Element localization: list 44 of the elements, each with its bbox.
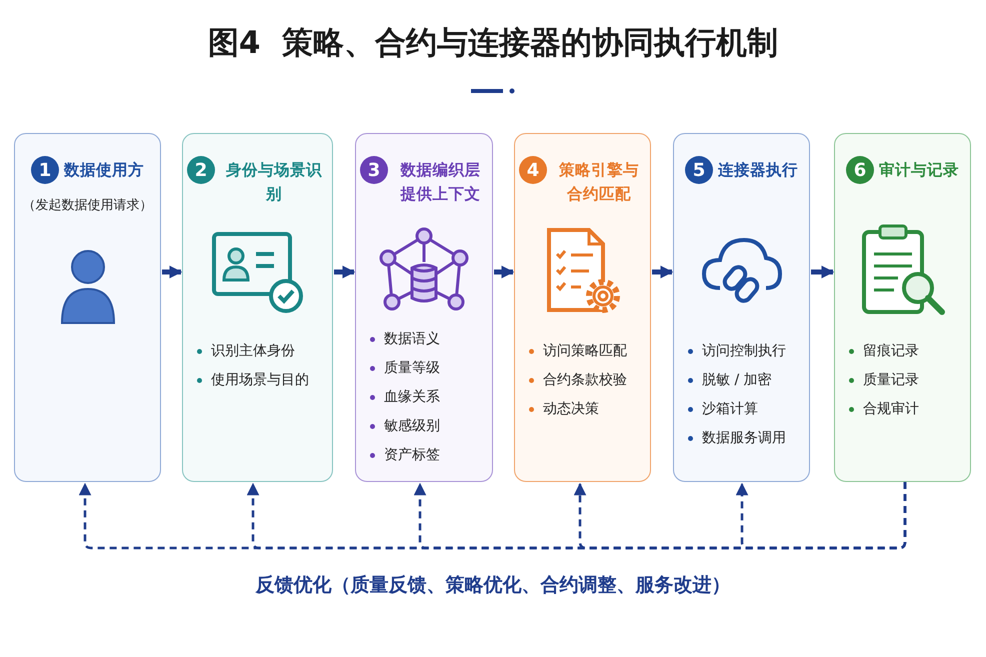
step-card xyxy=(673,133,810,482)
step-card xyxy=(355,133,493,482)
bullet-item: 数据服务调用 xyxy=(688,429,805,447)
bullet-item: 识别主体身份 xyxy=(197,342,328,360)
step-number-badge: 5 xyxy=(685,156,713,184)
step-card xyxy=(182,133,333,482)
step-title: 审计与记录 xyxy=(879,160,959,181)
step-card xyxy=(14,133,161,482)
bullet-item: 敏感级别 xyxy=(370,417,488,435)
step-number-badge: 1 xyxy=(31,156,59,184)
bullet-item: 动态决策 xyxy=(529,400,646,418)
flow-arrow xyxy=(811,266,834,278)
bullet-item: 合约条款校验 xyxy=(529,371,646,389)
feedback-label: 反馈优化（质量反馈、策略优化、合约调整、服务改进） xyxy=(254,573,732,598)
step-number-badge: 6 xyxy=(846,156,874,184)
step-title: 数据使用方 xyxy=(64,160,144,181)
bullet-item: 留痕记录 xyxy=(849,342,966,360)
flow-arrow xyxy=(652,266,674,278)
step-subtitle: （发起数据使用请求） xyxy=(22,197,154,214)
bullet-item: 脱敏 / 加密 xyxy=(688,371,805,389)
feedback-arrow xyxy=(736,482,906,550)
bullet-item: 资产标签 xyxy=(370,446,488,464)
bullet-item: 访问策略匹配 xyxy=(529,342,646,360)
flow-arrow xyxy=(162,266,182,278)
bullet-item: 访问控制执行 xyxy=(688,342,805,360)
flow-arrow xyxy=(494,266,514,278)
step-title: 数据编织层提供上下文 xyxy=(399,160,482,205)
bullet-item: 血缘关系 xyxy=(370,388,488,406)
step-card xyxy=(834,133,971,482)
bullet-item: 使用场景与目的 xyxy=(197,371,328,389)
step-card xyxy=(514,133,651,482)
step-title: 连接器执行 xyxy=(718,160,798,181)
flow-arrow xyxy=(334,266,356,278)
diagram-title: 图4 策略、合约与连接器的协同执行机制 xyxy=(206,24,780,63)
bullet-item: 质量等级 xyxy=(370,359,488,377)
bullet-item: 沙箱计算 xyxy=(688,400,805,418)
bullet-item: 质量记录 xyxy=(849,371,966,389)
step-title: 身份与场景识别 xyxy=(225,160,323,205)
step-title: 策略引擎与合约匹配 xyxy=(558,160,640,205)
step-number-badge: 3 xyxy=(360,156,388,184)
bullet-item: 合规审计 xyxy=(849,400,966,418)
step-number-badge: 4 xyxy=(519,156,547,184)
step-number-badge: 2 xyxy=(187,156,215,184)
bullet-item: 数据语义 xyxy=(370,330,488,348)
